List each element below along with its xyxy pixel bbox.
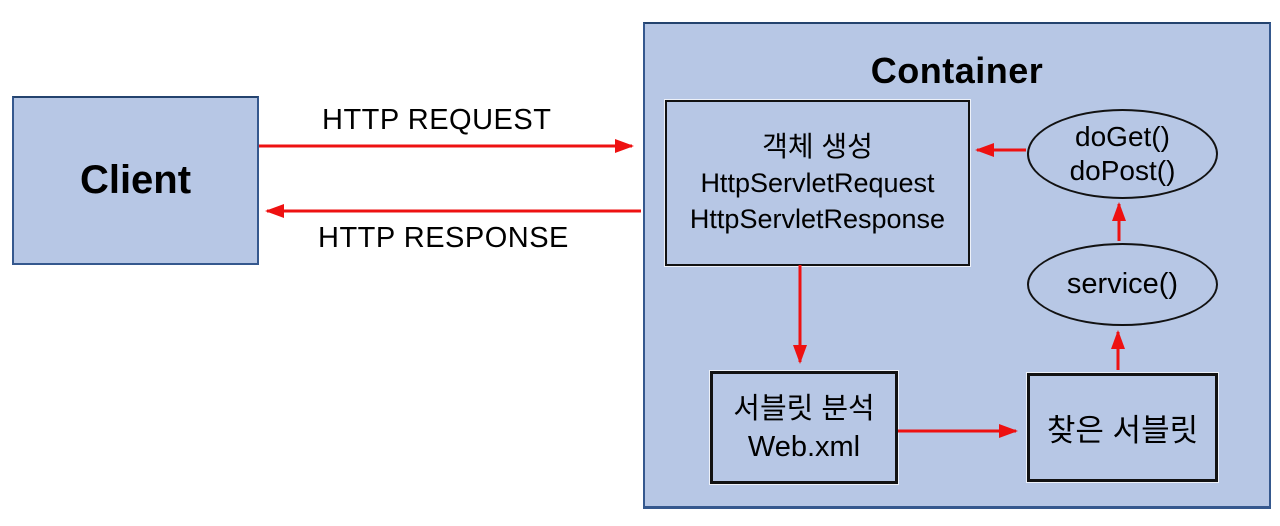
service-node: service() [1027, 243, 1218, 326]
object-creation-line3: HttpServletResponse [689, 204, 946, 234]
servlet-analysis-line2: Web.xml [747, 430, 861, 463]
servlet-analysis-node: 서블릿 분석 Web.xml [710, 371, 898, 484]
http-response-label: HTTP RESPONSE [318, 222, 569, 254]
doget-dopost-node: doGet() doPost() [1027, 109, 1218, 199]
container-title: Container [870, 50, 1044, 91]
object-creation-line1: 객체 생성 [762, 131, 873, 162]
object-creation-line2: HttpServletRequest [700, 168, 935, 198]
doget-label: doGet() [1075, 121, 1170, 152]
container-node: Container 객체 생성 HttpServletRequest HttpS… [643, 22, 1271, 509]
object-creation-node: 객체 생성 HttpServletRequest HttpServletResp… [665, 100, 970, 266]
client-label: Client [79, 158, 192, 202]
http-request-label: HTTP REQUEST [322, 104, 552, 136]
service-label: service() [1066, 268, 1179, 300]
dopost-label: doPost() [1069, 155, 1176, 186]
found-servlet-node: 찾은 서블릿 [1027, 373, 1218, 482]
client-node: Client [12, 96, 259, 265]
servlet-analysis-line1: 서블릿 분석 [733, 392, 875, 425]
found-servlet-label: 찾은 서블릿 [1046, 413, 1199, 448]
